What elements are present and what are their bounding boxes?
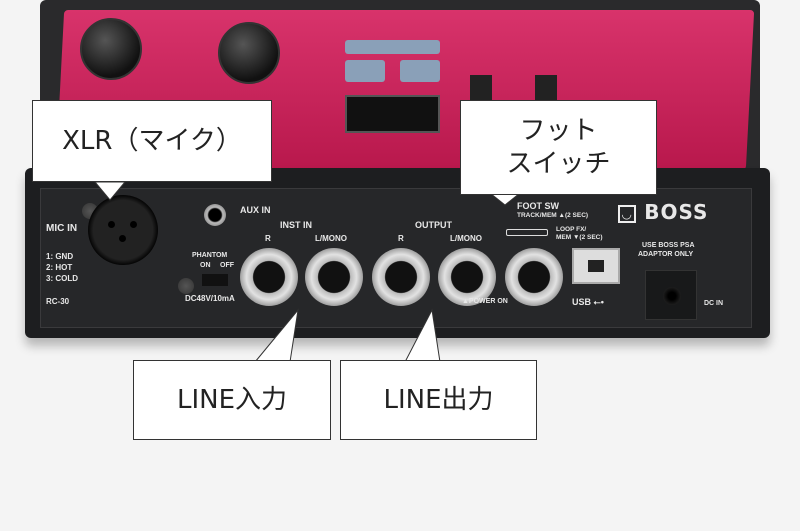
inst-l-label: L/MONO: [315, 234, 347, 243]
phantom-off-label: OFF: [220, 262, 234, 269]
aux-in-jack[interactable]: [204, 204, 226, 226]
phantom-label: PHANTOM: [192, 252, 228, 259]
boss-logo: ◡ BOSS: [618, 200, 708, 224]
usb-port[interactable]: [572, 248, 620, 284]
phantom-spec: DC48V/10mA: [185, 294, 235, 303]
output-r-jack[interactable]: [372, 248, 430, 306]
knob: [218, 22, 280, 84]
dc-in-label: DC IN: [704, 300, 724, 307]
foot-sw-label: FOOT SW: [517, 201, 559, 211]
usb-label: USB ⭠•: [572, 297, 604, 307]
foot-sw-ring-label: LOOP FX/: [556, 226, 587, 233]
display: [345, 95, 440, 133]
output-l-jack[interactable]: [438, 248, 496, 306]
plug-diagram-icon: [506, 229, 548, 236]
screw-icon: [178, 278, 194, 294]
aux-in-label: AUX IN: [240, 205, 271, 215]
inst-in-label: INST IN: [280, 220, 313, 230]
button: [400, 60, 440, 82]
adaptor-note: USE BOSS PSA: [642, 242, 695, 249]
phantom-switch[interactable]: [202, 274, 228, 286]
button: [345, 40, 440, 54]
inst-in-l-jack[interactable]: [305, 248, 363, 306]
callout-line-in: LINE入力: [133, 360, 331, 440]
dc-in-jack[interactable]: [645, 270, 697, 320]
mic-in-label: MIC IN: [46, 223, 78, 234]
output-l-label: L/MONO: [450, 234, 482, 243]
inst-in-r-jack[interactable]: [240, 248, 298, 306]
button: [345, 60, 385, 82]
callout-xlr: XLR（マイク）: [32, 100, 272, 182]
output-label: OUTPUT: [415, 220, 452, 230]
inst-r-label: R: [265, 234, 271, 243]
model-label: RC-30: [46, 297, 70, 306]
knob: [80, 18, 142, 80]
foot-sw-jack[interactable]: [505, 248, 563, 306]
pin-label: 1: GND: [46, 252, 74, 261]
callout-line-out: LINE出力: [340, 360, 537, 440]
adaptor-note2: ADAPTOR ONLY: [638, 251, 694, 258]
xlr-jack[interactable]: [88, 195, 158, 265]
pin-label: 2: HOT: [46, 263, 73, 272]
foot-sw-ring-label2: MEM ▼(2 SEC): [556, 234, 603, 241]
callout-foot-switch: フットスイッチ: [460, 100, 657, 195]
power-on-label: ▲POWER ON: [462, 298, 508, 305]
output-r-label: R: [398, 234, 404, 243]
foot-sw-tip-label: TRACK/MEM ▲(2 SEC): [517, 212, 589, 219]
pin-label: 3: COLD: [46, 274, 78, 283]
phantom-on-label: ON: [200, 262, 211, 269]
